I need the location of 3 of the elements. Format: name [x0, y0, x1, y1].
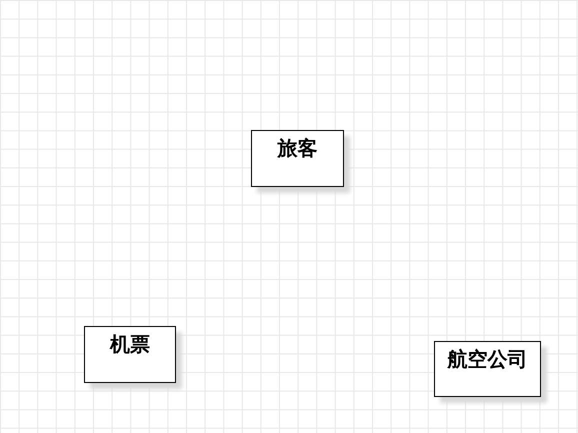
entity-box: 旅客: [251, 130, 344, 187]
entity-box: 机票: [84, 326, 176, 383]
entity-box: 航空公司: [434, 341, 541, 397]
